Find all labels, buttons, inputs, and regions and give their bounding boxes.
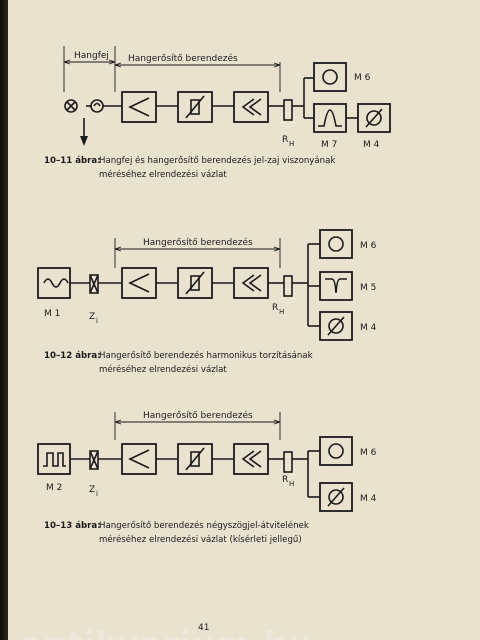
label-m4: M 4	[363, 140, 380, 150]
double-amplifier-icon	[241, 98, 262, 116]
label-zi: Z	[89, 312, 95, 322]
figure-10-11: Hangfej Hangerősítő berendezés R H	[44, 46, 391, 180]
input-impedance-zi	[89, 274, 99, 294]
caption-line-1: Hangfej és hangerősítő berendezés jel-za…	[99, 155, 335, 166]
meter-m4-block	[319, 311, 353, 341]
notch-filter-m5-block	[319, 271, 353, 301]
meter-needle-icon	[327, 316, 345, 336]
voltmeter-icon	[328, 443, 344, 459]
watermark: antikvarium.hu	[20, 625, 312, 640]
bandpass-filter-icon	[318, 109, 342, 127]
label-m6: M 6	[354, 73, 371, 83]
meter-m6-block	[313, 62, 347, 92]
meter-needle-icon	[327, 487, 345, 507]
amplifier-icon	[128, 97, 150, 117]
meter-m6-block	[319, 436, 353, 466]
svg-text:H: H	[279, 308, 284, 316]
caption-number: 10–12 ábra:	[44, 351, 101, 361]
voltmeter-icon	[322, 69, 338, 85]
label-m2: M 2	[46, 483, 62, 493]
caption-line-2: méréséhez elrendezési vázlat	[99, 169, 227, 180]
label-m7: M 7	[321, 140, 337, 150]
double-amplifier-icon	[241, 450, 262, 468]
svg-text:i: i	[96, 317, 98, 325]
caption-line-2: méréséhez elrendezési vázlat (kísérleti …	[99, 534, 302, 545]
page-number: 41	[198, 623, 209, 633]
input-impedance-zi	[89, 450, 99, 470]
label-m4: M 4	[360, 323, 377, 333]
sine-generator-m1-block	[37, 267, 71, 299]
double-amplifier-icon	[241, 274, 262, 292]
label-amplifier: Hangerősítő berendezés	[143, 237, 253, 248]
svg-text:H: H	[289, 480, 294, 488]
preamplifier-block	[121, 91, 157, 123]
label-m4: M 4	[360, 494, 377, 504]
figure-10-12: Hangerősítő berendezés M 1 Z i R H	[37, 229, 377, 375]
caption-line-1: Hangerősítő berendezés négyszögjel-átvit…	[99, 520, 309, 531]
load-resistor-rh	[283, 451, 293, 473]
volume-control-block	[177, 91, 213, 123]
label-amplifier: Hangerősítő berendezés	[143, 410, 253, 421]
power-amplifier-block	[233, 91, 269, 123]
meter-m6-block	[319, 229, 353, 259]
meter-m4-block	[319, 482, 353, 512]
notch-filter-icon	[325, 278, 347, 294]
sine-wave-icon	[43, 278, 69, 288]
label-amplifier: Hangerősítő berendezés	[128, 53, 238, 64]
label-m6: M 6	[360, 241, 377, 251]
label-rh: R	[282, 135, 288, 145]
filter-m7-block	[313, 103, 347, 133]
caption-line-1: Hangerősítő berendezés harmonikus torzít…	[99, 350, 313, 361]
label-rh: R	[272, 303, 278, 313]
variable-resistor-icon	[185, 95, 205, 119]
svg-text:H: H	[289, 140, 294, 148]
figure-10-13: Hangerősítő berendezés M 2 Z i R H M 6	[37, 410, 377, 545]
label-m6: M 6	[360, 448, 377, 458]
caption-line-2: méréséhez elrendezési vázlat	[99, 364, 227, 375]
tape-head-icon	[64, 99, 104, 146]
meter-m4-block	[357, 103, 391, 133]
amplifier-icon	[128, 449, 150, 469]
square-generator-m2-block	[37, 443, 71, 475]
variable-resistor-icon	[185, 447, 205, 471]
label-hangfej: Hangfej	[74, 51, 109, 61]
caption-number: 10–13 ábra:	[44, 521, 101, 531]
preamplifier-block	[121, 443, 157, 475]
load-resistor-rh	[283, 99, 293, 121]
amplifier-icon	[128, 273, 150, 293]
label-m1: M 1	[44, 309, 60, 319]
load-resistor-rh	[283, 275, 293, 297]
dimension-lines	[63, 46, 281, 92]
label-zi: Z	[89, 485, 95, 495]
voltmeter-icon	[328, 236, 344, 252]
svg-text:i: i	[96, 490, 98, 498]
meter-needle-icon	[365, 108, 383, 128]
label-rh: R	[282, 475, 288, 485]
square-wave-icon	[43, 452, 66, 467]
caption-number: 10–11 ábra:	[44, 156, 101, 166]
label-m5: M 5	[360, 283, 376, 293]
preamplifier-block	[121, 267, 157, 299]
variable-resistor-icon	[185, 271, 205, 295]
